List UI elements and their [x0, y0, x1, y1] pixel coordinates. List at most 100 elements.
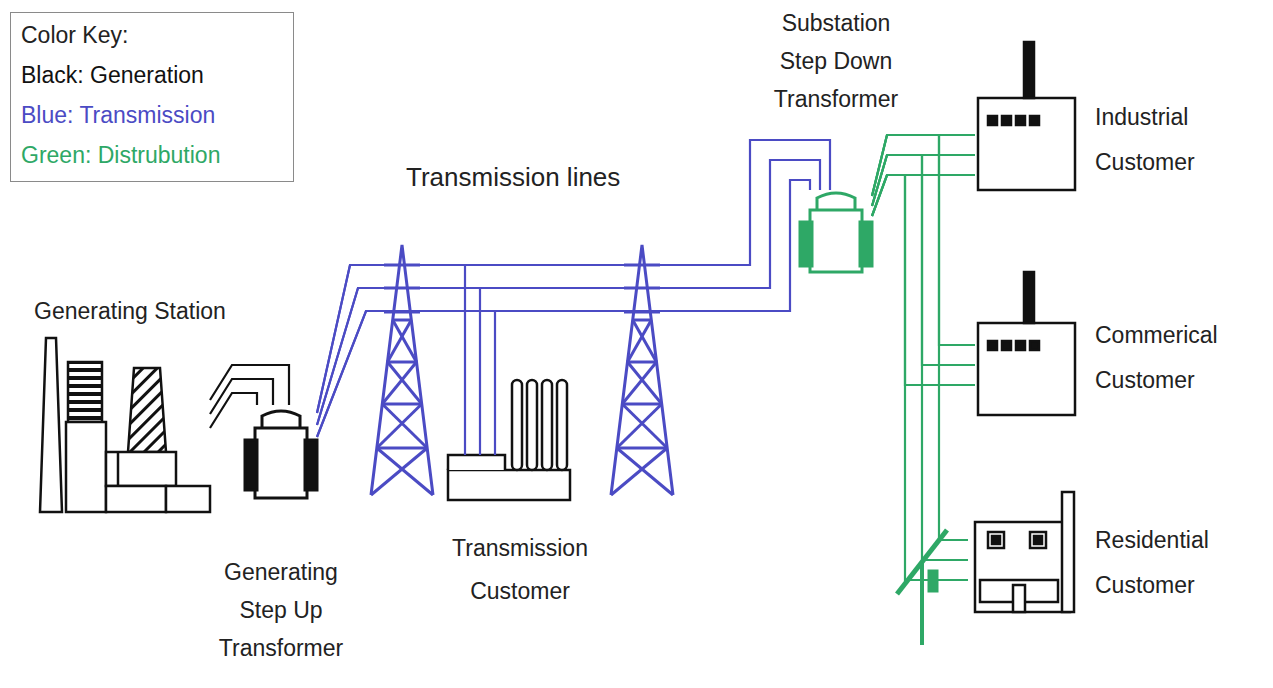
generating-station	[40, 338, 210, 512]
commercial-building	[1030, 341, 1039, 350]
power-wire	[872, 175, 968, 580]
power-wire	[317, 311, 495, 455]
step-up-transformer	[255, 428, 307, 498]
commercial-building	[978, 323, 1075, 415]
transmission-tower	[627, 320, 651, 362]
component-label: Generating Step Up Transformer	[209, 553, 353, 667]
utility-pole	[920, 562, 924, 645]
power-wire	[872, 155, 975, 206]
component-label: Residential Customer	[1095, 518, 1245, 608]
residential-house	[1013, 585, 1025, 612]
transmission-tower	[377, 447, 427, 450]
component-caption: Commerical Customer	[1095, 313, 1245, 403]
generating-station	[106, 486, 166, 512]
step-down-transformer	[860, 222, 872, 266]
transmission-tower	[387, 362, 421, 404]
component-label: Transmission Customer	[435, 527, 605, 613]
transmission-tower	[382, 403, 421, 406]
line-label: Transmission lines	[403, 162, 623, 193]
step-down-transformer	[800, 222, 812, 266]
power-wire	[872, 175, 975, 216]
generating-station	[106, 452, 176, 486]
legend-entry: Black: Generation	[21, 55, 283, 95]
industrial-factory	[978, 42, 1075, 190]
step-down-transformer	[800, 193, 872, 272]
transmission-tower	[371, 448, 427, 495]
component-node: Residential Customer	[968, 490, 1078, 615]
component-node: Commerical Customer	[975, 270, 1075, 415]
transmission-tower	[611, 245, 673, 495]
transmission-customer-plant	[512, 380, 522, 470]
component-node: Transmission Customer	[445, 455, 570, 500]
power-wire	[210, 365, 289, 405]
transmission-tower	[377, 448, 433, 495]
industrial-factory	[1030, 116, 1039, 125]
component-node: Generating Step Up Transformer	[245, 405, 317, 500]
transmission-tower	[387, 361, 416, 364]
commercial-building	[988, 341, 997, 350]
transmission-customer-plant	[527, 380, 537, 470]
power-wire	[872, 135, 975, 345]
component-caption: Industrial Customer	[1095, 95, 1245, 185]
legend-entry: Blue: Transmission	[21, 95, 283, 135]
component-node: Substation Step Down Transformer	[800, 190, 872, 278]
transmission-tower	[382, 404, 427, 448]
commercial-building	[1024, 272, 1034, 323]
component-node: Generating Station	[35, 335, 210, 513]
industrial-factory	[988, 116, 997, 125]
transmission-tower	[611, 448, 667, 495]
component-caption: Residential Customer	[1095, 518, 1245, 608]
transmission-tower	[393, 320, 417, 362]
step-up-transformer	[245, 440, 257, 490]
generating-station	[66, 422, 106, 512]
power-wire	[872, 155, 968, 560]
power-line	[317, 265, 495, 455]
residential-house	[1034, 536, 1042, 544]
residential-house	[975, 522, 1070, 612]
step-up-transformer	[245, 411, 317, 498]
power-wire	[317, 160, 820, 425]
component-caption: Substation Step Down Transformer	[764, 4, 908, 118]
residential-house	[975, 492, 1074, 612]
component-label: Generating Station	[18, 291, 242, 331]
generating-station	[68, 362, 102, 422]
transmission-customer-plant	[448, 455, 505, 470]
power-line	[872, 135, 975, 385]
transmission-tower	[633, 319, 652, 322]
commercial-building	[978, 272, 1075, 415]
transmission-customer-plant	[542, 380, 552, 470]
legend-heading: Color Key:	[21, 15, 283, 55]
power-wire	[210, 393, 257, 428]
generating-station	[40, 338, 62, 512]
component-caption: Generating Station	[18, 291, 242, 331]
residential-house	[992, 536, 1000, 544]
transmission-tower	[382, 362, 416, 404]
industrial-factory	[1024, 42, 1034, 98]
power-line	[210, 365, 289, 428]
power-wire	[872, 135, 975, 196]
generating-station	[117, 452, 120, 486]
component-caption: Transmission Customer	[435, 527, 605, 613]
step-up-transformer	[262, 411, 300, 428]
step-down-transformer	[817, 193, 855, 210]
step-up-transformer	[305, 440, 317, 490]
industrial-factory	[1016, 116, 1025, 125]
transmission-tower	[393, 319, 412, 322]
transmission-tower	[387, 320, 411, 362]
transmission-tower	[617, 448, 673, 495]
industrial-factory	[978, 98, 1075, 190]
legend-entry: Green: Distrubution	[21, 135, 283, 175]
transmission-tower	[371, 245, 433, 495]
transmission-tower	[622, 403, 661, 406]
transmission-customer-plant	[557, 380, 567, 470]
transmission-tower	[377, 404, 422, 448]
transmission-tower	[627, 362, 661, 404]
commercial-building	[1002, 341, 1011, 350]
power-line	[872, 135, 968, 580]
industrial-factory	[1002, 116, 1011, 125]
power-wire	[317, 180, 810, 437]
power-wire	[872, 175, 975, 385]
transmission-tower	[627, 361, 656, 364]
generating-station	[128, 368, 166, 452]
component-label: Commerical Customer	[1095, 313, 1245, 403]
